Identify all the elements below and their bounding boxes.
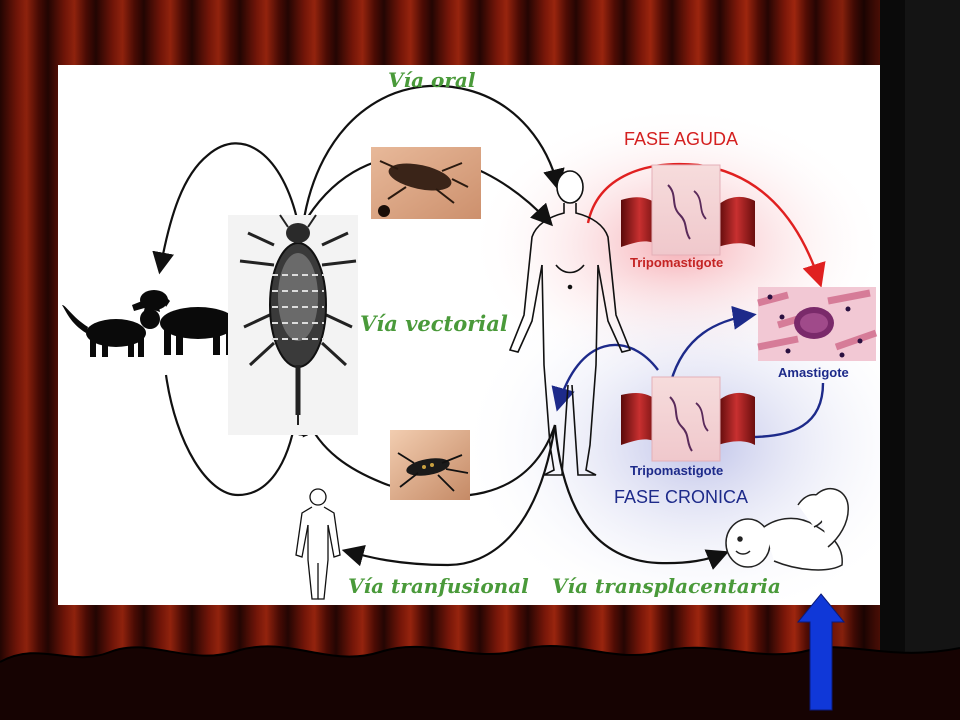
- label-tripomastigote-bottom: Tripomastigote: [630, 463, 723, 478]
- arrow-chronic-to-amastigote: [668, 305, 757, 386]
- human-figure-icon: [508, 170, 632, 476]
- chagas-transmission-diagram: Vía oral Vía vectorial Vía tranfusional …: [62, 68, 880, 605]
- diagram-panel: Vía oral Vía vectorial Vía tranfusional …: [58, 65, 880, 605]
- arrow-amastigote-to-tripomastigote: [749, 382, 825, 439]
- arrow-chronic-to-human: [551, 343, 659, 412]
- triatomine-bug-icon: [228, 214, 358, 435]
- arrow-bug-to-animals: [152, 142, 300, 275]
- label-via-oral: Vía oral: [388, 68, 476, 92]
- tripomastigote-top-image: [621, 164, 755, 256]
- label-via-tranfusional: Vía tranfusional: [348, 574, 529, 598]
- label-fase-cronica: FASE CRONICA: [614, 487, 748, 507]
- label-via-transplacentaria: Vía transplacentaria: [552, 574, 781, 598]
- cat-icon: [62, 301, 160, 357]
- bug-photo-top: [371, 147, 481, 219]
- tripomastigote-bottom-image: [621, 376, 755, 462]
- label-tripomastigote-top: Tripomastigote: [630, 255, 723, 270]
- arrow-animals-to-bug: [164, 374, 304, 497]
- small-human-icon: [295, 488, 341, 600]
- baby-icon: [725, 487, 849, 571]
- label-fase-aguda: FASE AGUDA: [624, 129, 738, 149]
- arrow-oral-to-human: [301, 84, 565, 226]
- arrow-transfusion: [341, 424, 557, 567]
- up-arrow-icon[interactable]: [796, 592, 846, 712]
- amastigote-image: [757, 287, 878, 361]
- label-amastigote: Amastigote: [778, 365, 849, 380]
- bug-photo-bottom: [390, 430, 470, 500]
- arrow-transplacental: [553, 424, 730, 570]
- label-via-vectorial: Vía vectorial: [360, 311, 508, 336]
